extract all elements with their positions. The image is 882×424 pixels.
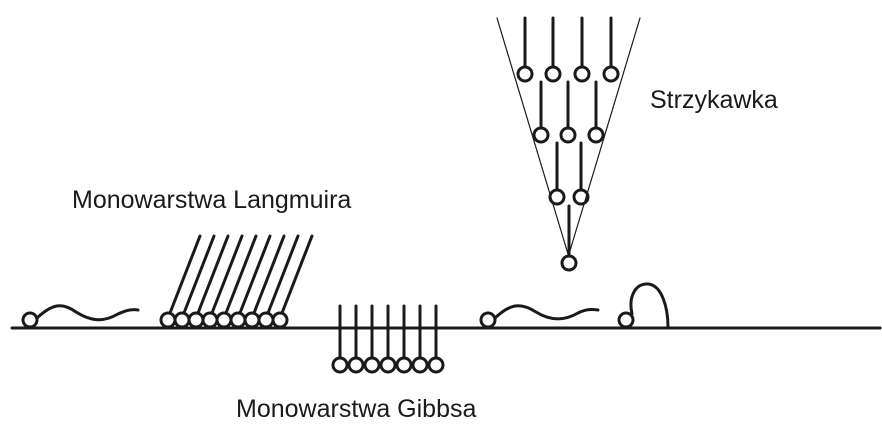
syringe-label: Strzykawka [650,88,778,113]
gibbs-monolayer-label: Monowarstwa Gibbsa [236,397,476,422]
langmuir-monolayer-label: Monowarstwa Langmuira [72,188,351,213]
langmuir-monolayer [161,236,312,327]
looped-molecule [619,284,668,327]
lying-molecule-left [23,306,138,327]
lying-molecule-right [481,306,598,327]
syringe-molecules [518,18,618,270]
gibbs-monolayer [333,306,443,372]
